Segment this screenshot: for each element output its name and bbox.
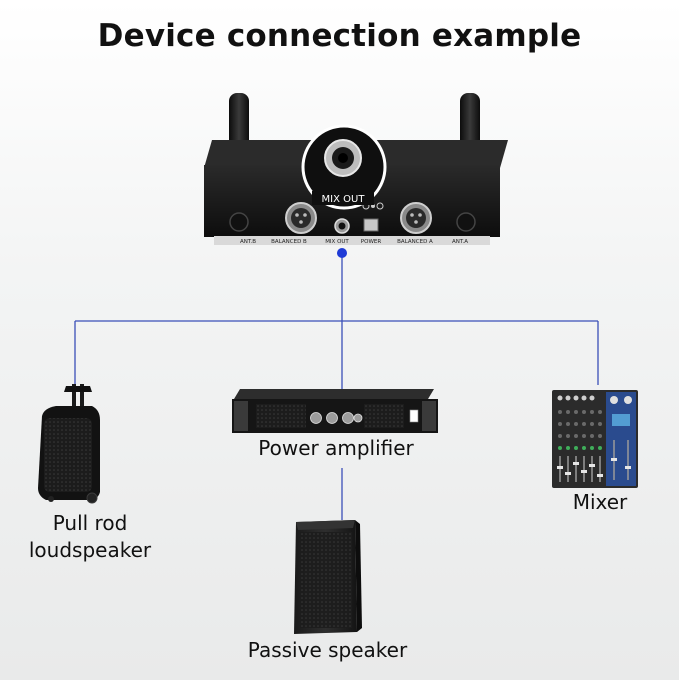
pull-rod-loudspeaker (38, 384, 100, 504)
pull-rod-label-line2: loudspeaker (28, 538, 152, 562)
panel-label-balanced-a: BALANCED A (397, 239, 433, 245)
panel-label-ant-a: ANT.A (452, 239, 468, 245)
panel-label-ant-b: ANT.B (240, 239, 256, 245)
connection-lines (74, 252, 599, 520)
page-title: Device connection example (97, 18, 582, 54)
mixer-label: Mixer (572, 490, 628, 514)
pull-rod-loudspeaker-label: Pull rod loudspeaker (20, 510, 160, 564)
xlr-connector-a (400, 202, 432, 234)
passive-speaker-label: Passive speaker (247, 638, 408, 662)
connector-dot (337, 248, 347, 258)
mix-out-jack (334, 218, 350, 234)
mixer (552, 390, 638, 488)
mix-out-callout-label: MIX OUT (322, 194, 366, 205)
power-port (363, 218, 379, 232)
power-amplifier (232, 389, 438, 433)
panel-label-balanced-b: BALANCED B (271, 239, 307, 245)
xlr-connector-b (285, 202, 317, 234)
passive-speaker (294, 520, 362, 634)
mix-out-callout: MIX OUT (301, 124, 387, 210)
power-amplifier-label: Power amplifier (258, 436, 414, 460)
wireless-receiver: ANT.B BALANCED B MIX OUT POWER BALANCED … (204, 93, 508, 245)
panel-label-power: POWER (361, 239, 382, 245)
pull-rod-label-line1: Pull rod (52, 511, 128, 535)
panel-label-mix-out: MIX OUT (325, 239, 349, 245)
